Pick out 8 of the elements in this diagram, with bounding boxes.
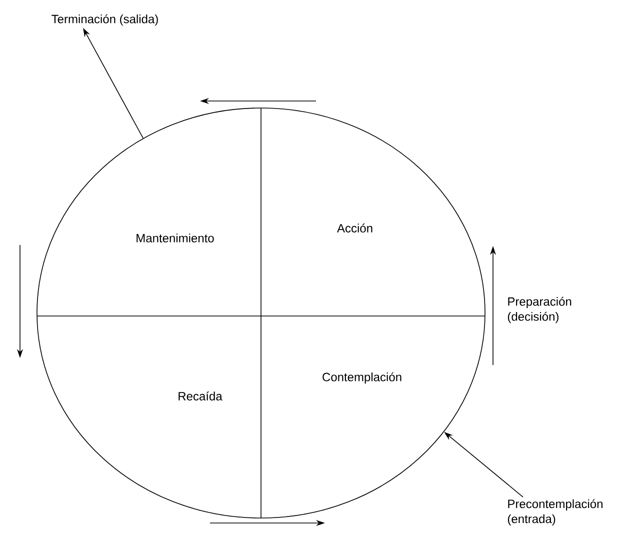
stage-label: Contemplación bbox=[322, 372, 402, 384]
stage-label: Recaída bbox=[178, 392, 222, 400]
cycle-ellipse bbox=[36, 108, 486, 518]
stage-label: Terminación (salida) bbox=[52, 14, 158, 26]
stage-label: Acción bbox=[337, 224, 372, 232]
stage-label: Precontemplación (entrada) bbox=[508, 499, 602, 526]
stage-label: Preparación (decisión) bbox=[508, 296, 572, 324]
stage-label: Mantenimiento bbox=[136, 234, 214, 242]
